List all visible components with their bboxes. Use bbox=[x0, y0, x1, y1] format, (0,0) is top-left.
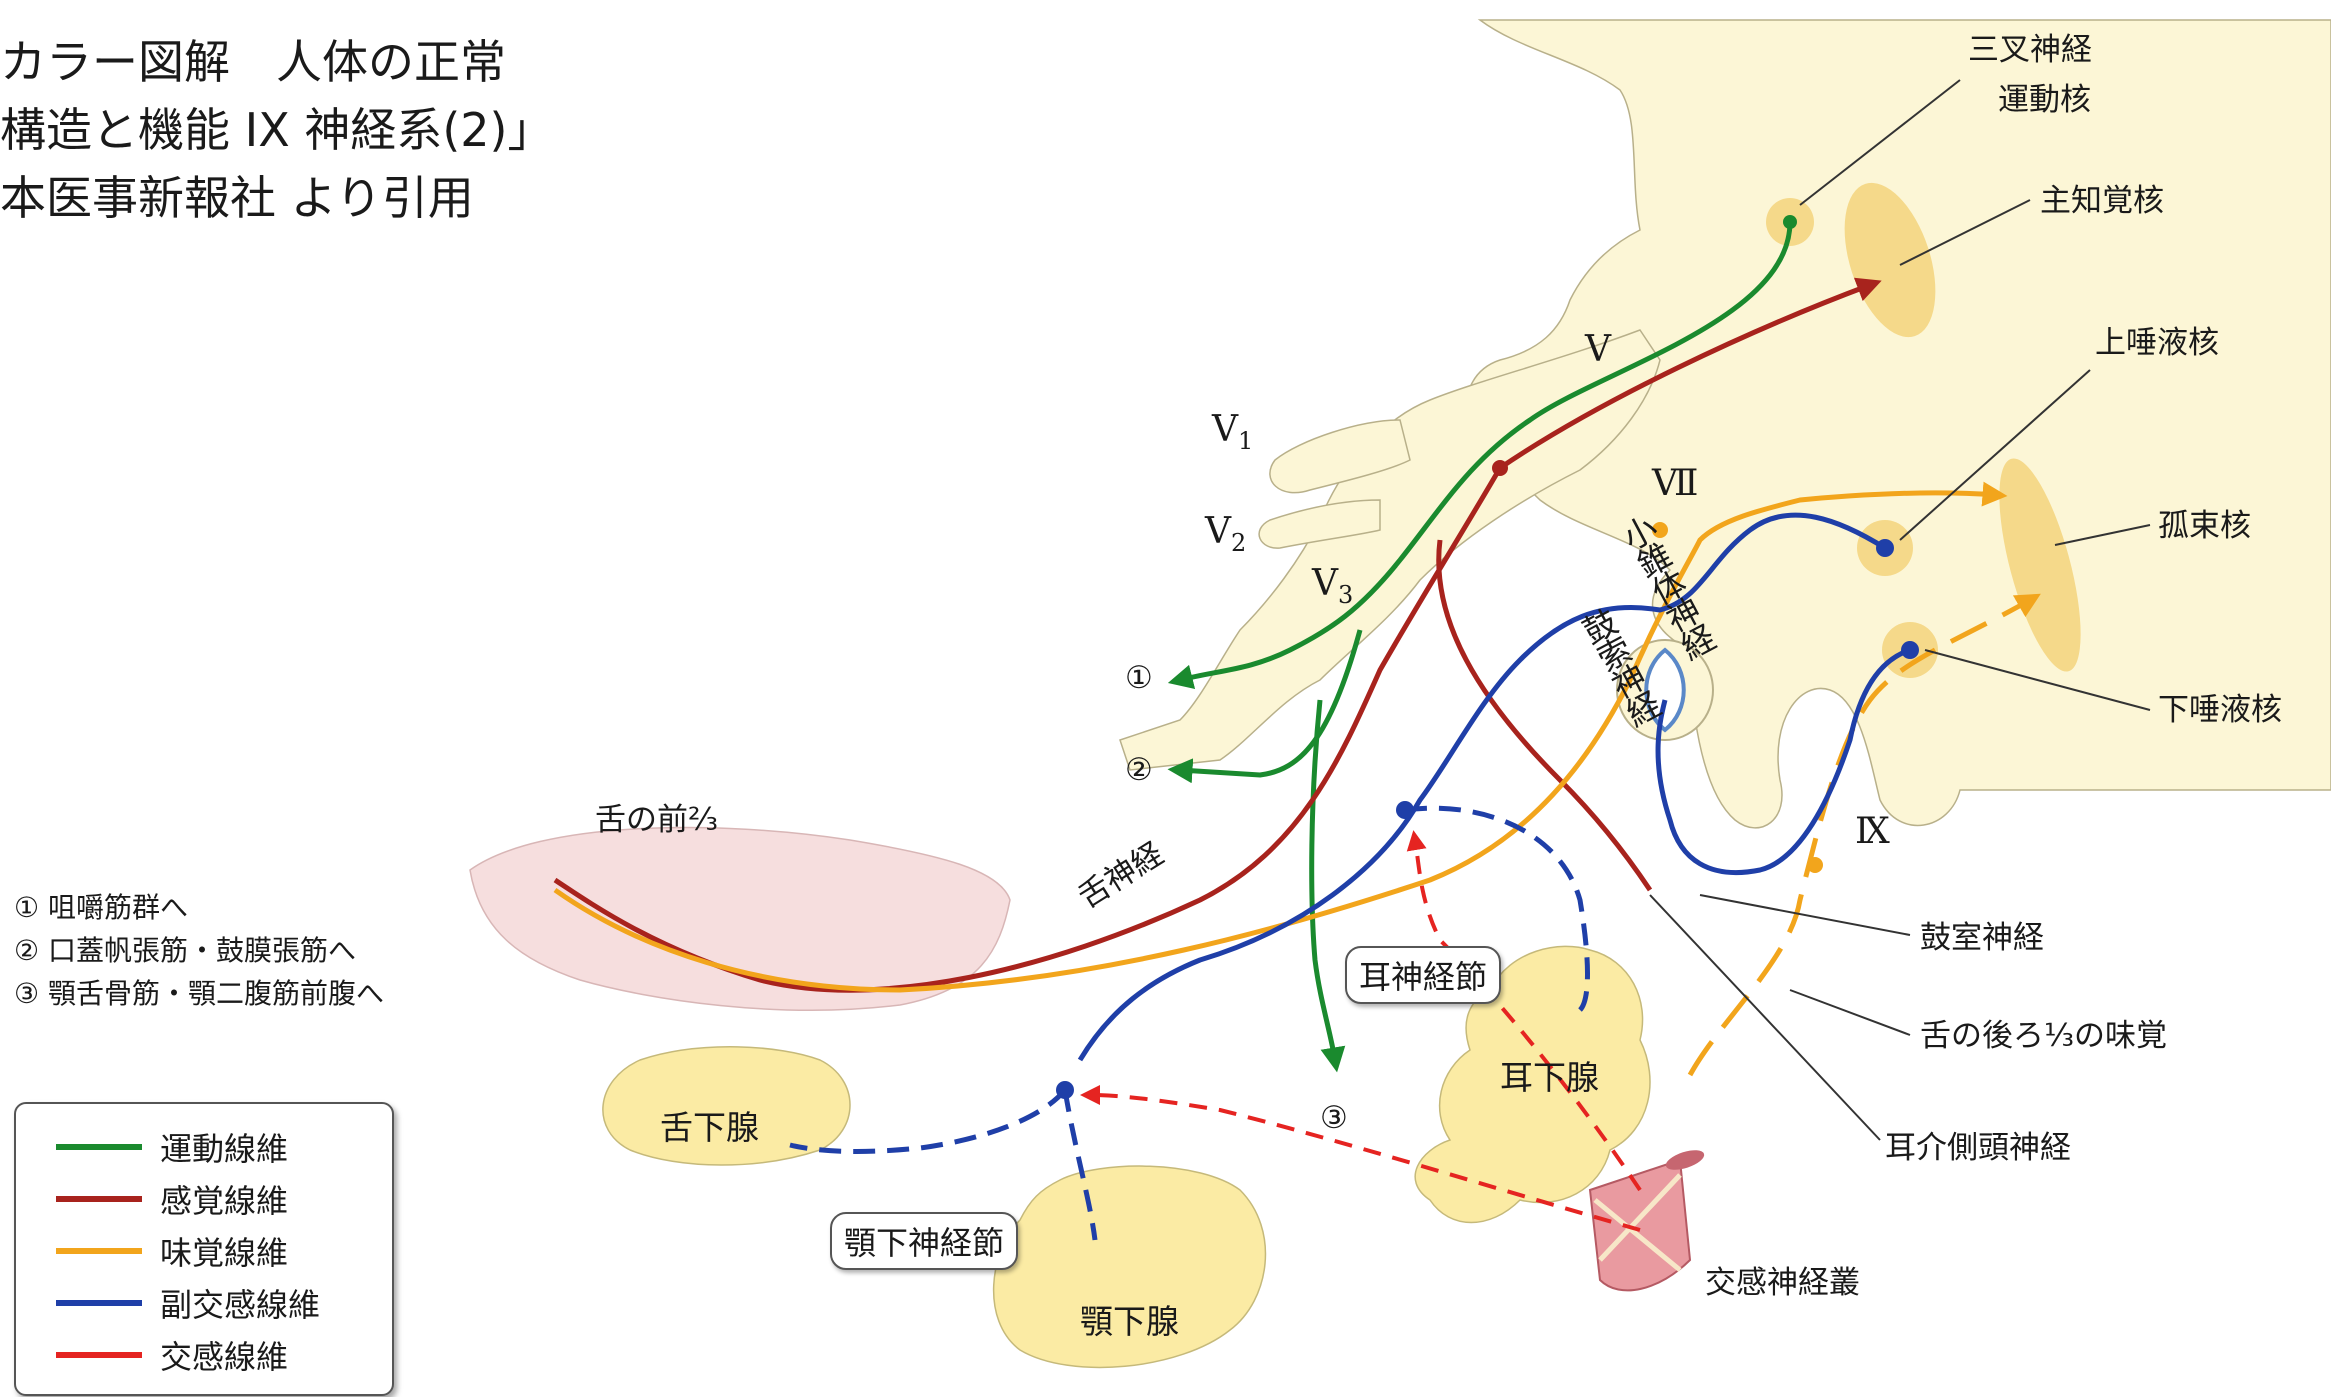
sympathetic-fiber-submandibular bbox=[1080, 1085, 1641, 1232]
callout-submandibular-ganglion: 顎下神経節 bbox=[830, 1212, 1019, 1270]
legend-swatch-taste bbox=[56, 1248, 142, 1254]
label-posterior-third-taste: 舌の後ろ⅓の味覚 bbox=[1920, 1018, 2168, 1054]
v1-branch bbox=[1269, 419, 1411, 494]
label-nerve-v3-base: V bbox=[1312, 563, 1338, 604]
leader-lines bbox=[1649, 79, 2151, 1141]
v2-branch bbox=[1258, 499, 1381, 549]
citation-block: カラー図解 人体の正常 構造と機能 IX 神経系(2)」 本医事新報社 より引用 bbox=[0, 28, 553, 232]
motor-fiber-branch-3 bbox=[1309, 699, 1346, 1073]
label-nerve-v1-base: V bbox=[1212, 409, 1238, 450]
sensory-fiber-path bbox=[1498, 277, 1882, 471]
callout-otic-ganglion: 耳神経節 bbox=[1345, 946, 1502, 1004]
tongue-shape bbox=[469, 826, 1011, 1011]
label-auriculotemporal-nerve: 耳介側頭神経 bbox=[1885, 1130, 2071, 1166]
legend-label-sensory: 感覚線維 bbox=[160, 1182, 289, 1220]
label-nerve-v1-sub: 1 bbox=[1238, 427, 1254, 456]
taste-fiber-anterior bbox=[553, 481, 2008, 993]
citation-line-1: カラー図解 人体の正常 bbox=[0, 35, 506, 89]
taste-ganglion-vii-dot bbox=[1652, 522, 1668, 538]
label-solitary-nucleus: 孤束核 bbox=[2158, 508, 2251, 544]
legend-label-taste: 味覚線維 bbox=[160, 1234, 289, 1272]
label-trigeminal-motor-nucleus-line1: 三叉神経 bbox=[1968, 32, 2092, 68]
superior-salivatory-nucleus-dot bbox=[1876, 539, 1894, 557]
label-nerve-v2-sub: 2 bbox=[1231, 529, 1247, 558]
label-chorda-tympani: 鼓索神経 bbox=[1572, 603, 1666, 732]
legend-swatch-sensory bbox=[56, 1196, 142, 1202]
middle-ear-lens bbox=[1644, 647, 1686, 733]
legend-label-parasympathetic: 副交感線維 bbox=[160, 1286, 321, 1324]
legend-swatch-parasympathetic bbox=[56, 1300, 142, 1306]
label-nerve-v: V bbox=[1585, 329, 1611, 370]
parasympathetic-fiber-submandibular-postganglionic bbox=[789, 1088, 1067, 1154]
parasympathetic-fiber-lingual bbox=[1077, 512, 1887, 1062]
label-nerve-v2: V2 bbox=[1205, 510, 1246, 558]
sensory-fiber-auriculotemporal bbox=[1436, 539, 1653, 892]
label-nerve-v3: V3 bbox=[1312, 562, 1353, 610]
legend-swatch-sympathetic bbox=[56, 1352, 142, 1358]
citation-line-3: 本医事新報社 より引用 bbox=[0, 171, 474, 225]
legend-swatch-motor bbox=[56, 1144, 142, 1150]
legend-item-sensory: 感覚線維 bbox=[56, 1176, 288, 1222]
legend: 運動線維 感覚線維 味覚線維 副交感線維 交感線維 bbox=[14, 1102, 394, 1396]
submandibular-ganglion-dot bbox=[1056, 1081, 1074, 1099]
label-nerve-v1: V1 bbox=[1212, 408, 1253, 456]
label-nerve-v2-base: V bbox=[1205, 511, 1231, 552]
label-lingual-nerve: 舌神経 bbox=[1072, 835, 1170, 916]
label-nerve-vii: Ⅶ bbox=[1652, 463, 1699, 504]
inferior-salivatory-nucleus-dot bbox=[1901, 641, 1919, 659]
label-nerve-ix: Ⅸ bbox=[1855, 811, 1890, 852]
motor-fiber-path bbox=[1167, 221, 1793, 690]
label-sublingual-gland: 舌下腺 bbox=[660, 1108, 759, 1147]
legend-item-sympathetic: 交感線維 bbox=[56, 1332, 288, 1378]
legend-label-sympathetic: 交感線維 bbox=[160, 1338, 289, 1376]
parasympathetic-fiber-ix bbox=[1655, 647, 1911, 876]
label-anterior-two-thirds: 舌の前⅔ bbox=[595, 802, 719, 838]
label-lesser-petrosal-nerve: 小錐体神経 bbox=[1612, 509, 1720, 665]
label-sympathetic-plexus: 交感神経叢 bbox=[1705, 1265, 1860, 1301]
label-branch-marker-1: ① bbox=[1125, 660, 1153, 696]
legend-item-taste: 味覚線維 bbox=[56, 1228, 288, 1274]
brainstem-shape bbox=[1465, 19, 2331, 829]
parasympathetic-fiber-submandibular-gland bbox=[1062, 1089, 1098, 1241]
solitary-nucleus-shape bbox=[1999, 458, 2081, 672]
label-trigeminal-motor-nucleus-line2: 運動核 bbox=[1998, 82, 2091, 118]
label-branch-marker-2: ② bbox=[1125, 752, 1153, 788]
legend-item-motor: 運動線維 bbox=[56, 1124, 288, 1170]
citation-line-2: 構造と機能 IX 神経系(2)」 bbox=[0, 103, 554, 157]
sympathetic-plexus-shape bbox=[1588, 1150, 1705, 1292]
sensory-ganglion-dot bbox=[1492, 460, 1508, 476]
branch-note-2: ② 口蓋帆張筋・鼓膜張筋へ bbox=[14, 934, 357, 967]
label-parotid-gland: 耳下腺 bbox=[1500, 1058, 1599, 1097]
label-nerve-v3-sub: 3 bbox=[1338, 581, 1354, 610]
label-branch-marker-3: ③ bbox=[1320, 1100, 1348, 1136]
otic-ganglion-dot bbox=[1396, 801, 1414, 819]
branch-note-3: ③ 顎舌骨筋・顎二腹筋前腹へ bbox=[14, 977, 385, 1010]
label-inferior-salivatory-nucleus: 下唾液核 bbox=[2158, 692, 2282, 728]
legend-label-motor: 運動線維 bbox=[160, 1130, 289, 1168]
branch-note-1: ① 咀嚼筋群へ bbox=[14, 891, 189, 924]
branch-notes: ① 咀嚼筋群へ ② 口蓋帆張筋・鼓膜張筋へ ③ 顎舌骨筋・顎二腹筋前腹へ bbox=[14, 886, 384, 1015]
motor-fiber-branch-2 bbox=[1167, 629, 1363, 784]
motor-nucleus-dot bbox=[1783, 215, 1797, 229]
label-submandibular-gland: 顎下腺 bbox=[1080, 1302, 1179, 1341]
taste-ganglion-ix-dot bbox=[1807, 857, 1823, 873]
trigeminal-trunk bbox=[1119, 329, 1661, 771]
label-tympanic-nerve: 鼓室神経 bbox=[1920, 920, 2044, 956]
label-main-sensory-nucleus: 主知覚核 bbox=[2040, 183, 2164, 219]
label-superior-salivatory-nucleus: 上唾液核 bbox=[2095, 325, 2219, 361]
legend-item-parasympathetic: 副交感線維 bbox=[56, 1280, 320, 1326]
